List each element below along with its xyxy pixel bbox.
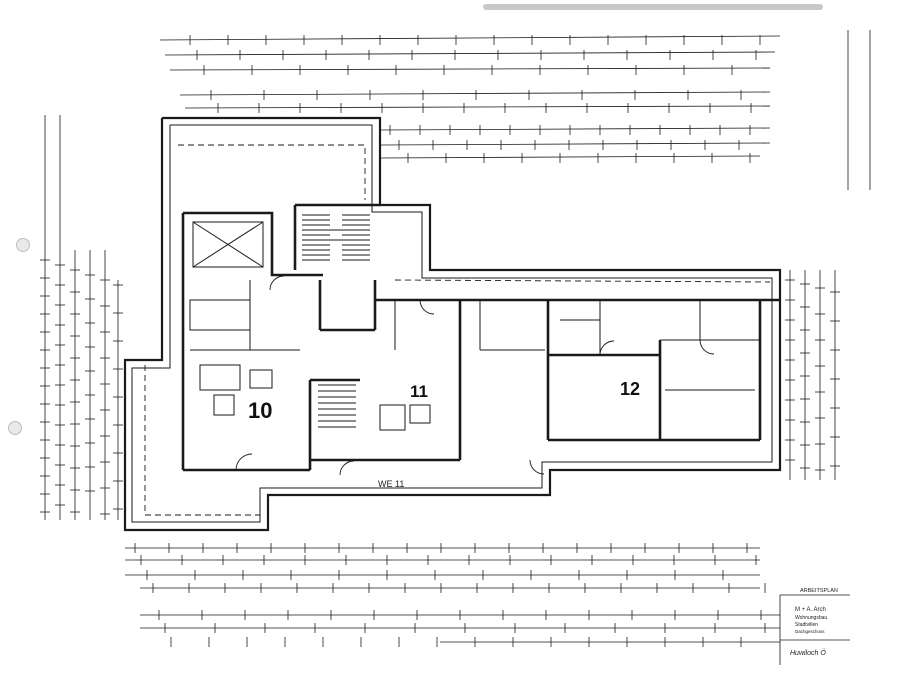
top-dimension-ticks [189,35,761,163]
room-number-12: 12 [620,379,640,399]
unit-label: WE 11 [378,479,404,489]
title-block-line-4: Dachgeschoss [795,629,825,634]
interior-walls [181,203,780,472]
top-dimension-lines [159,35,781,159]
title-block-frame [779,594,850,665]
room-number-11: 11 [410,382,428,401]
punch-hole-top [16,238,30,252]
signature: Huwiloch Ö [790,649,826,657]
door-swings [235,275,715,476]
title-block-line-2: Wohnungsbau [795,615,827,621]
left-dimension-ticks [40,259,123,515]
left-dimension-lines [44,115,119,520]
punch-hole-bottom [8,421,22,435]
title-block-line-3: Stadtvillen [795,622,818,628]
staircase [302,214,370,428]
right-dimension-ticks [785,279,840,471]
room-number-10: 10 [248,398,272,423]
building-outline [123,116,782,532]
right-dimension-lines [789,30,871,480]
roof-dashed-line [144,144,771,516]
title-block-line-1: M + A. Arch [795,607,826,613]
scroll-indicator[interactable] [483,4,823,10]
partitions [189,221,760,431]
title-block-heading: ARBEITSPLAN [800,588,838,594]
bottom-dimension-ticks [134,543,766,647]
